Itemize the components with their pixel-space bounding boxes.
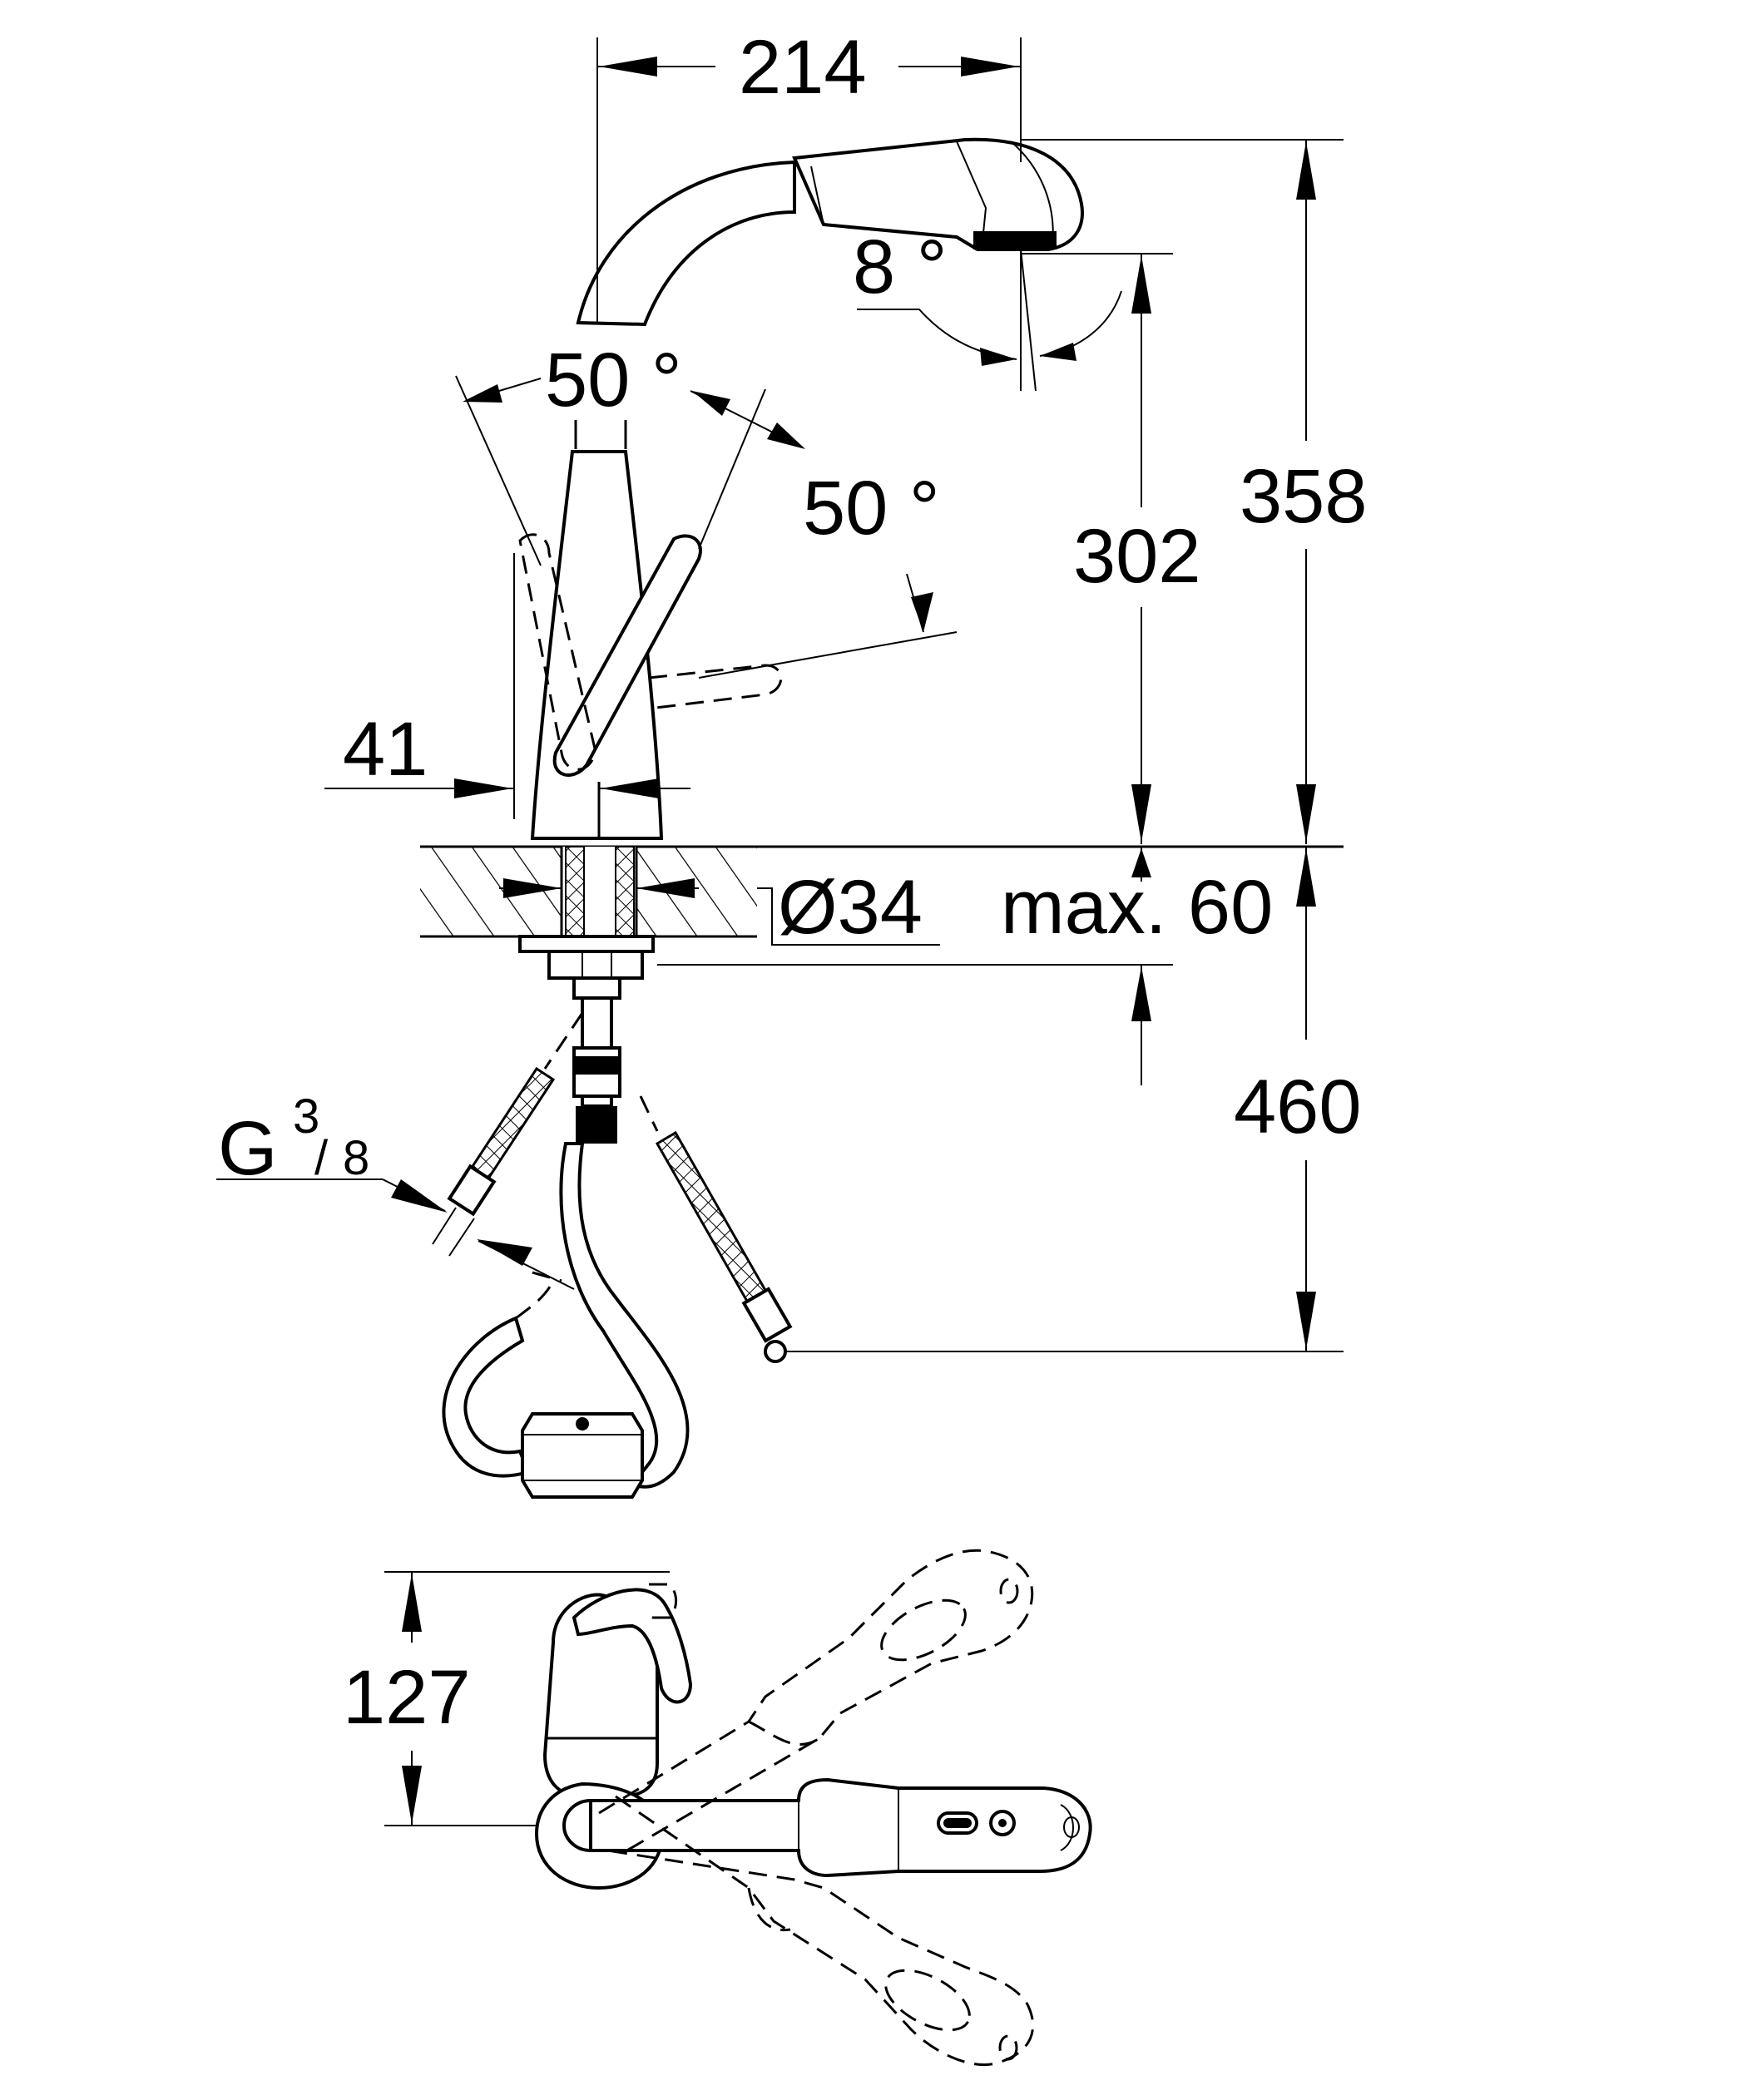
plan-spout-solid [589, 1777, 1092, 1878]
dim-diameter-34 [499, 878, 940, 946]
angle-ref-right [698, 388, 766, 550]
angle-ref-left [455, 375, 542, 566]
dim-height-302 [1021, 253, 1173, 844]
dim-height-358 [1021, 139, 1344, 844]
label-angle-right: 50 ° [803, 466, 940, 551]
lever-handle [552, 534, 702, 777]
spray-head [792, 137, 1084, 251]
dim-hose-460 [786, 847, 1344, 1352]
hose-weight [521, 1412, 644, 1499]
label-thread-den: 8 [343, 1131, 369, 1185]
dim-width-214 [596, 37, 1022, 323]
countertop-section [420, 845, 1344, 938]
angle-ref-horizontal [698, 631, 958, 679]
dim-thread-leader [216, 1178, 575, 1290]
dim-deck-thickness [657, 847, 1173, 1085]
label-offset-41: 41 [343, 707, 428, 792]
plan-spout-dashed-upper [598, 1549, 1034, 1856]
label-spray-angle: 8 ° [853, 225, 948, 309]
pullout-hose [442, 1142, 690, 1489]
spray-angle-line-1 [1020, 249, 1037, 392]
supply-hose-left [432, 1012, 584, 1282]
label-hose-460: 460 [1234, 1065, 1362, 1149]
label-height-358: 358 [1240, 454, 1368, 539]
label-thread-g: G [218, 1106, 278, 1191]
label-angle-left: 50 ° [545, 338, 682, 422]
dim-offset-41 [324, 553, 690, 819]
supply-hose-right [639, 1095, 793, 1363]
label-thread-slash: / [314, 1131, 329, 1185]
spout-arc [576, 160, 796, 327]
label-thread-num: 3 [293, 1090, 319, 1144]
label-diameter-34: Ø34 [778, 865, 923, 950]
label-plan-depth-127: 127 [343, 1655, 471, 1740]
label-height-302: 302 [1073, 514, 1201, 599]
label-width-214: 214 [739, 25, 867, 110]
mounting-nut [518, 935, 655, 1144]
label-deck-thickness: max. 60 [1001, 865, 1273, 950]
plan-spout-dashed-lower [606, 1795, 1035, 2067]
plan-body [542, 1583, 693, 1798]
